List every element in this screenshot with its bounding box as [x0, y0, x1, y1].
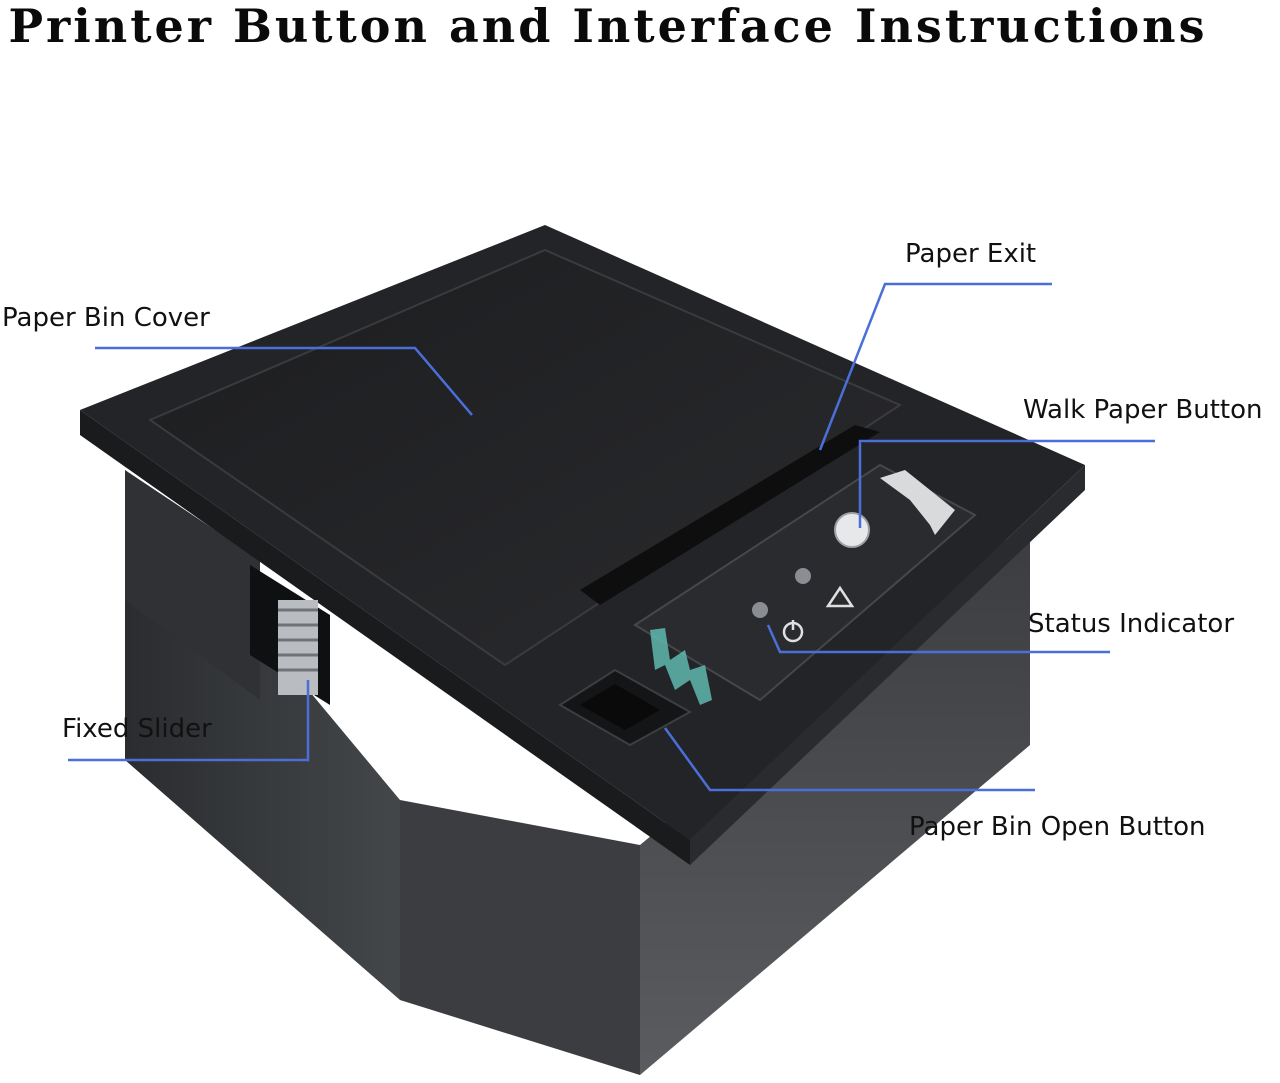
- control-panel: [633, 463, 977, 705]
- brand-mark-icon: [650, 628, 712, 705]
- printer-body: [125, 470, 1030, 1075]
- callout-line-paper-exit: [818, 282, 1052, 451]
- callout-lines: [68, 282, 1155, 792]
- paper-bin-cover[interactable]: [147, 248, 903, 667]
- power-icon: [782, 620, 804, 643]
- label-fixed-slider: Fixed Slider: [62, 714, 212, 744]
- status-led-error: [795, 568, 811, 584]
- label-paper-bin-cover: Paper Bin Cover: [2, 303, 210, 333]
- callout-line-fixed-slider: [68, 680, 310, 762]
- warning-icon: [825, 585, 855, 608]
- callout-line-walk-paper-button: [858, 439, 1155, 528]
- feed-icon: [880, 470, 955, 535]
- callout-line-paper-bin-cover: [95, 346, 473, 416]
- walk-paper-button[interactable]: [834, 512, 870, 548]
- label-paper-bin-open-button: Paper Bin Open Button: [909, 812, 1206, 842]
- label-status-indicator: Status Indicator: [1028, 609, 1234, 639]
- label-paper-exit: Paper Exit: [905, 239, 1036, 269]
- callout-line-status-indicator: [766, 624, 1110, 654]
- paper-exit-slot: [580, 425, 880, 605]
- status-led-power: [752, 602, 768, 618]
- page-title: Printer Button and Interface Instruction…: [8, 0, 1208, 53]
- callout-line-paper-bin-open-button: [663, 727, 1035, 792]
- label-walk-paper-button: Walk Paper Button: [1023, 395, 1263, 425]
- fixed-slider[interactable]: [250, 565, 330, 705]
- paper-bin-open-button[interactable]: [558, 668, 693, 747]
